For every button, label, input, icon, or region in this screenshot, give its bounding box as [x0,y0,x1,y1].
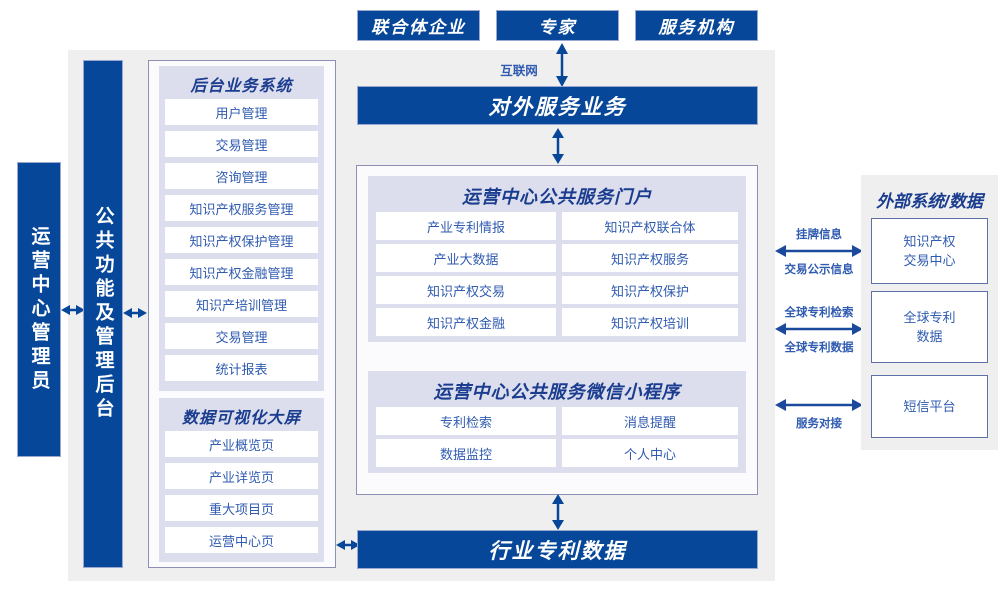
admin-role-label: 运营中心管理员 [28,225,50,394]
dataviz-item-operation-center[interactable]: 运营中心页 [165,527,318,553]
public-function-admin-column[interactable]: 公共功能及管理后台 [83,60,123,568]
connector-label-service-docking: 服务对接 [796,418,842,430]
backend-to-industry-data-arrow-icon [336,540,360,550]
operation-center-admin-column[interactable]: 运营中心管理员 [17,162,61,457]
external-connector-arrow-1-icon [775,245,863,257]
backend-item-user-management[interactable]: 用户管理 [165,99,318,125]
service-to-portal-arrow-icon [552,128,564,164]
backend-item-ip-service-management[interactable]: 知识产权服务管理 [165,195,318,221]
miniprogram-item-personal-center[interactable]: 个人中心 [562,439,738,467]
external-service-label: 对外服务业务 [488,95,627,119]
portal-to-industry-data-arrow-icon [552,494,564,530]
data-visualization-title: 数据可视化大屏 [181,410,301,427]
actor-label: 专家 [538,18,577,37]
connector-label-global-patent-search: 全球专利检索 [784,307,854,319]
industry-patent-data-bar[interactable]: 行业专利数据 [357,530,758,569]
public-function-label: 公共功能及管理后台 [92,206,114,422]
portal-item-ip-transaction[interactable]: 知识产权交易 [376,276,556,304]
industry-data-label: 行业专利数据 [488,539,627,563]
external-connector-arrow-3-icon [775,399,863,411]
miniprogram-item-message-alert[interactable]: 消息提醒 [562,407,738,435]
backend-item-transaction-management[interactable]: 交易管理 [165,131,318,157]
dataviz-item-industry-detail[interactable]: 产业详览页 [165,463,318,489]
backend-item-transaction-management-2[interactable]: 交易管理 [165,323,318,349]
external-service-bar[interactable]: 对外服务业务 [357,86,758,125]
external-box-line1: 短信平台 [903,399,956,414]
backend-item-ip-training-management[interactable]: 知识产培训管理 [165,291,318,317]
external-box-global-patent-data[interactable]: 全球专利 数据 [871,291,988,363]
external-box-line2: 数据 [916,329,943,344]
dataviz-item-major-project[interactable]: 重大项目页 [165,495,318,521]
backend-item-consultation-management[interactable]: 咨询管理 [165,163,318,189]
backend-item-ip-finance-management[interactable]: 知识产权金融管理 [165,259,318,285]
actor-button-expert[interactable]: 专家 [496,10,619,41]
dataviz-item-industry-overview[interactable]: 产业概览页 [165,431,318,457]
actor-label: 联合体企业 [371,18,466,37]
external-box-line1: 知识产权 [903,234,956,249]
external-box-line2: 交易中心 [903,253,956,268]
actor-label: 服务机构 [658,18,735,37]
connector-label-transaction-public-info: 交易公示信息 [784,264,854,276]
connector-label-listing-info: 挂牌信息 [796,229,842,241]
portal-item-ip-service[interactable]: 知识产权服务 [562,244,738,272]
portal-item-ip-finance[interactable]: 知识产权金融 [376,308,556,336]
connector-label-global-patent-data: 全球专利数据 [784,342,854,354]
backend-item-ip-protection-management[interactable]: 知识产权保护管理 [165,227,318,253]
portal-item-ip-training[interactable]: 知识产权培训 [562,308,738,336]
backend-item-statistics-report[interactable]: 统计报表 [165,355,318,381]
portal-item-ip-protection[interactable]: 知识产权保护 [562,276,738,304]
admin-to-backend-arrow-icon [61,305,85,315]
internet-label: 互联网 [500,64,538,78]
miniprogram-item-data-monitor[interactable]: 数据监控 [376,439,556,467]
portal-item-ip-union[interactable]: 知识产权联合体 [562,212,738,240]
miniprogram-item-patent-search[interactable]: 专利检索 [376,407,556,435]
external-box-sms-platform[interactable]: 短信平台 [871,375,988,438]
external-box-ip-exchange-center[interactable]: 知识产权 交易中心 [871,218,988,284]
portal-title: 运营中心公共服务门户 [462,187,652,207]
miniprogram-title: 运营中心公共服务微信小程序 [433,382,681,402]
external-connector-arrow-2-icon [775,323,863,335]
external-systems-title: 外部系统/数据 [876,192,983,211]
backend-system-title: 后台业务系统 [190,78,293,95]
actor-button-service-agency[interactable]: 服务机构 [635,10,758,41]
external-box-line1: 全球专利 [903,310,956,325]
portal-item-industry-bigdata[interactable]: 产业大数据 [376,244,556,272]
portal-item-industry-patent-intel[interactable]: 产业专利情报 [376,212,556,240]
internet-arrow-icon [556,43,568,87]
actor-button-union-enterprise[interactable]: 联合体企业 [357,10,480,41]
admin-column-to-backend-arrow-icon [123,308,147,318]
